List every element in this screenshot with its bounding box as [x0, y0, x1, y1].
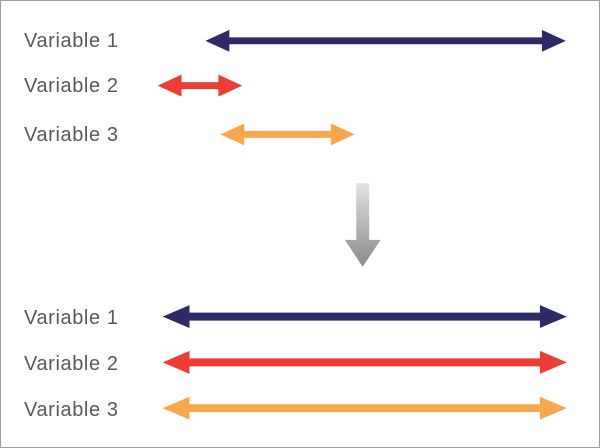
- after-arrow-variable-3: [162, 396, 567, 420]
- after-arrow-variable-1: [162, 305, 567, 329]
- label-variable-2-after: Variable 2: [24, 353, 119, 375]
- before-arrow-variable-1: [205, 29, 566, 52]
- before-arrows-group: [157, 29, 566, 146]
- label-variable-1-after: Variable 1: [24, 307, 119, 329]
- before-arrow-variable-2: [157, 74, 243, 97]
- label-variable-3-after: Variable 3: [24, 399, 119, 421]
- transform-down-arrow: [344, 183, 381, 267]
- label-variable-2-before: Variable 2: [24, 75, 119, 97]
- label-variable-1-before: Variable 1: [24, 30, 119, 52]
- after-arrows-group: [162, 305, 567, 420]
- before-arrow-variable-3: [220, 123, 355, 146]
- after-arrow-variable-2: [162, 350, 567, 374]
- label-variable-3-before: Variable 3: [24, 124, 119, 146]
